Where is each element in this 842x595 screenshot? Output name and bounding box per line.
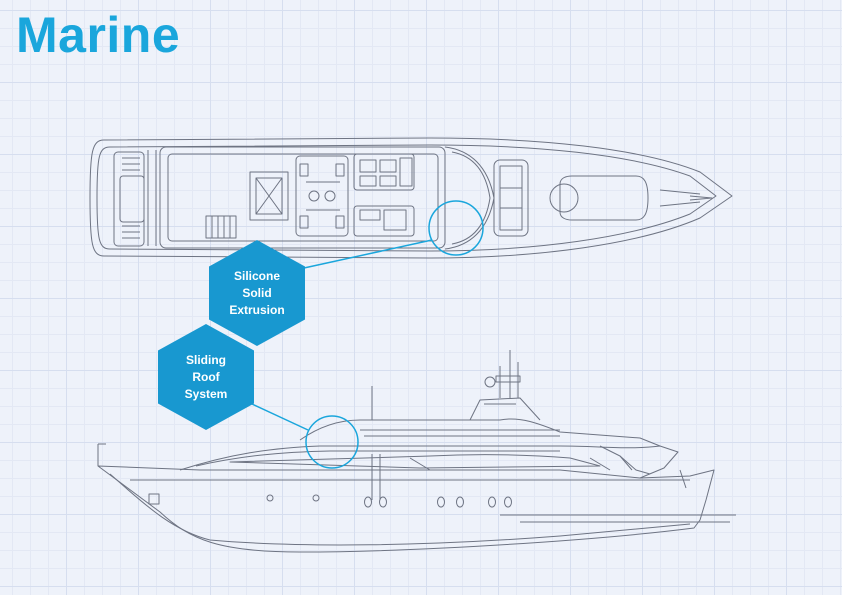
yacht-plan-view [89,137,733,259]
roof-leader-line [251,403,309,431]
extrusion-highlight-circle [428,200,484,256]
extrusion-leader-line [303,239,433,269]
page-title: Marine [16,7,181,63]
roof-highlight-circle [305,415,359,469]
callout-label: Sliding Roof System [184,352,228,401]
callout-label: Silicone Solid Extrusion [229,268,285,317]
yacht-side-view [97,350,736,553]
callout-markers [251,200,484,469]
